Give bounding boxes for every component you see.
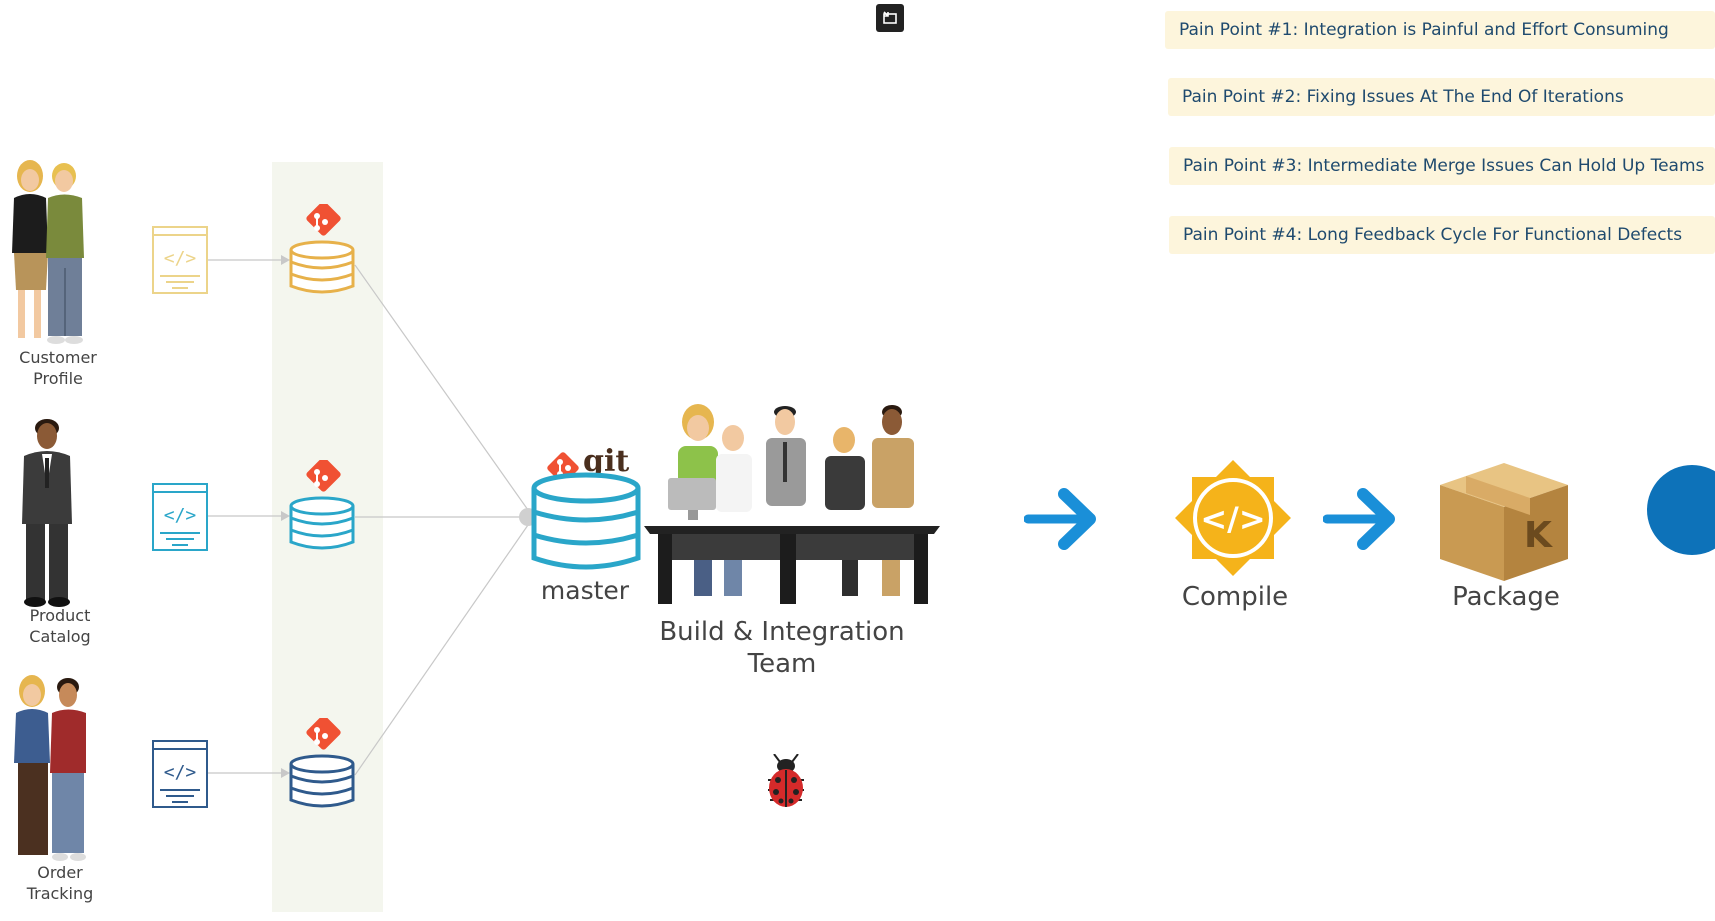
exit-fullscreen-icon xyxy=(883,11,897,24)
team-label-customer-profile: Customer Profile xyxy=(19,348,97,388)
team-product-catalog-people xyxy=(14,416,84,610)
team-customer-profile-people xyxy=(6,158,96,348)
code-file-icon: </> xyxy=(152,226,208,298)
code-file-icon: </> xyxy=(152,740,208,812)
git-repository-icon xyxy=(289,715,355,808)
ladybug-bug-icon xyxy=(764,753,808,814)
businessman-icon xyxy=(22,419,72,607)
build-integration-team-illustration xyxy=(644,402,940,607)
package-box-icon: K xyxy=(1436,455,1572,589)
pain-point-2: Pain Point #2: Fixing Issues At The End … xyxy=(1168,78,1715,116)
code-file-icon: </> xyxy=(152,483,208,555)
repo-order-tracking xyxy=(288,715,356,814)
team-at-desk-icon xyxy=(644,404,940,604)
svg-text:</>: </> xyxy=(164,248,197,269)
pain-point-4: Pain Point #4: Long Feedback Cycle For F… xyxy=(1169,216,1715,254)
team-order-tracking-people xyxy=(8,673,96,865)
git-repository-icon xyxy=(289,457,355,550)
svg-text:</>: </> xyxy=(164,505,197,526)
pain-point-3: Pain Point #3: Intermediate Merge Issues… xyxy=(1169,147,1715,185)
build-integration-team-label: Build & Integration Team xyxy=(659,617,905,679)
repo-customer-profile xyxy=(288,201,356,300)
exit-fullscreen-button[interactable] xyxy=(876,4,904,32)
pain-point-1: Pain Point #1: Integration is Painful an… xyxy=(1165,11,1715,49)
compile-label: Compile xyxy=(1181,582,1289,612)
svg-text:</>: </> xyxy=(1200,500,1265,538)
team-label-product-catalog: Product Catalog xyxy=(29,606,91,646)
couple-icon xyxy=(14,675,86,861)
master-repository xyxy=(530,470,642,582)
svg-text:K: K xyxy=(1524,515,1553,556)
repo-product-catalog xyxy=(288,457,356,556)
git-repository-icon xyxy=(289,201,355,294)
package-label: Package xyxy=(1452,582,1560,612)
team-label-order-tracking: Order Tracking xyxy=(26,863,94,903)
flow-arrow-icon xyxy=(1023,484,1104,558)
svg-text:</>: </> xyxy=(164,762,197,783)
next-stage-partial-shape xyxy=(1647,465,1715,555)
master-label: master xyxy=(540,576,630,605)
master-database-icon xyxy=(531,472,641,570)
couple-icon xyxy=(12,160,84,344)
flow-arrow-icon xyxy=(1322,484,1403,558)
code-sun-icon: </> xyxy=(1168,453,1298,587)
